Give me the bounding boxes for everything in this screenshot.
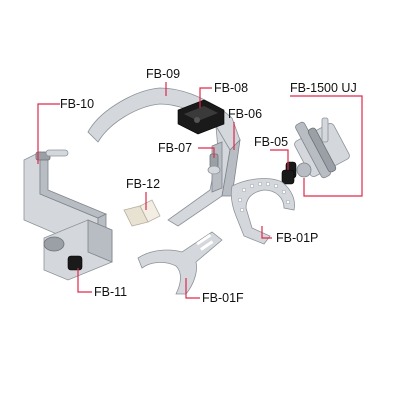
label-fb-09: FB-09	[146, 67, 180, 81]
leader-fb-10	[37, 103, 60, 164]
part-fb-08-slide-block	[177, 99, 225, 135]
part-fb-11-clamp-block	[43, 219, 113, 281]
label-fb-01f: FB-01F	[202, 291, 244, 305]
leader-fb-05	[270, 149, 289, 170]
label-fb-08: FB-08	[214, 81, 248, 95]
leader-fb-01f	[185, 278, 200, 299]
part-fb-05-connector	[281, 169, 295, 185]
label-fb-07: FB-07	[158, 141, 192, 155]
part-fb-12-ear-tip	[123, 199, 161, 227]
fb-11-knob	[67, 255, 83, 271]
leader-fb-07	[198, 147, 215, 158]
part-fb-07-pin	[207, 153, 221, 175]
label-fb-05: FB-05	[254, 135, 288, 149]
label-fb-06: FB-06	[228, 107, 262, 121]
label-fb-1500uj: FB-1500 UJ	[290, 81, 357, 95]
part-fb-01f-flat-fork	[137, 231, 223, 295]
leader-fb-01p	[261, 226, 272, 239]
part-fb-01p-bite-fork	[230, 178, 295, 245]
part-fb-1500uj-universal-joint	[285, 117, 350, 179]
label-fb-01p: FB-01P	[276, 231, 318, 245]
label-fb-10: FB-10	[60, 97, 94, 111]
leader-fb-11	[77, 268, 92, 293]
leader-fb-08	[199, 87, 212, 108]
label-fb-11: FB-11	[94, 285, 127, 299]
label-fb-12: FB-12	[126, 177, 160, 191]
leader-fb-1500uj	[290, 95, 363, 197]
